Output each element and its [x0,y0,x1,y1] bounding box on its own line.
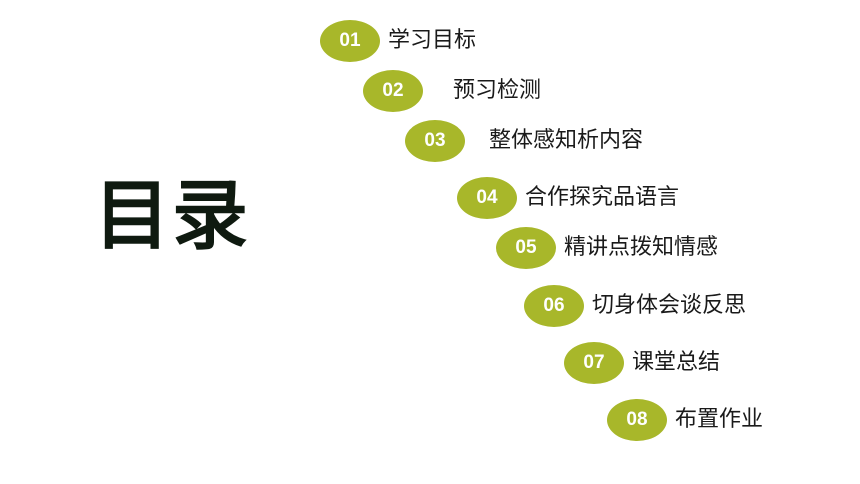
toc-item-label-05: 精讲点拨知情感 [564,235,719,260]
number-badge-01: 01 [320,20,380,62]
toc-item-label-08: 布置作业 [675,407,764,432]
toc-item-label-03: 整体感知析内容 [489,128,644,153]
toc-item-label-01: 学习目标 [388,28,477,53]
toc-item-label-07: 课堂总结 [632,350,721,375]
toc-item-06[interactable]: 06 切身体会谈反思 [524,285,746,327]
number-badge-04: 04 [457,177,517,219]
toc-item-08[interactable]: 08 布置作业 [607,399,763,441]
number-badge-02: 02 [363,70,423,112]
toc-item-label-02: 预习检测 [453,78,542,103]
number-badge-07: 07 [564,342,624,384]
toc-item-04[interactable]: 04 合作探究品语言 [457,177,679,219]
toc-item-01[interactable]: 01 学习目标 [320,20,476,62]
toc-item-02[interactable]: 02 预习检测 [363,70,541,112]
number-badge-03: 03 [405,120,465,162]
toc-item-07[interactable]: 07 课堂总结 [564,342,720,384]
number-badge-06: 06 [524,285,584,327]
toc-item-label-06: 切身体会谈反思 [592,293,747,318]
number-badge-05: 05 [496,227,556,269]
toc-item-label-04: 合作探究品语言 [525,185,680,210]
toc-item-03[interactable]: 03 整体感知析内容 [405,120,643,162]
toc-item-05[interactable]: 05 精讲点拨知情感 [496,227,718,269]
toc-title: 目录 [94,171,250,260]
number-badge-08: 08 [607,399,667,441]
